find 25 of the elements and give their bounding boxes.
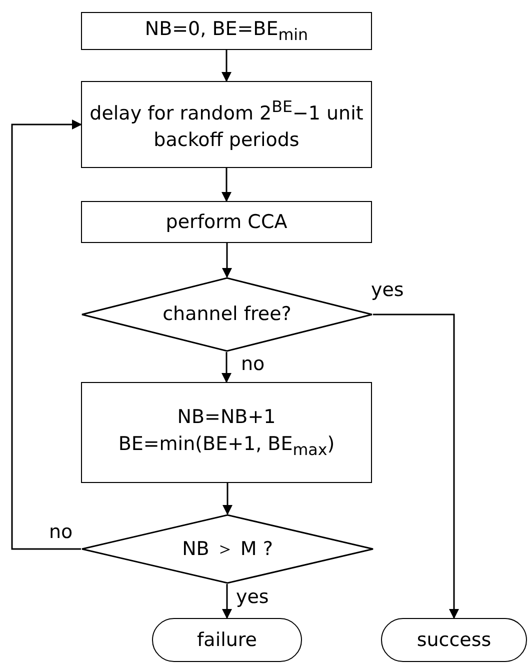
decision-diamond <box>81 514 374 584</box>
node-text: NB=NB+1 <box>177 405 276 430</box>
process-box <box>81 81 372 168</box>
arrow <box>222 483 232 515</box>
process-box <box>81 201 372 243</box>
arrow <box>373 314 459 619</box>
node-text: success <box>416 628 492 653</box>
arrow <box>11 120 82 550</box>
arrow <box>222 352 232 383</box>
process-box <box>81 382 372 483</box>
node-text: NB=0, BE=BE$_{min}$ <box>144 17 308 46</box>
terminal-box <box>381 618 527 662</box>
process-box <box>81 12 372 50</box>
node-text: failure <box>196 628 257 653</box>
arrow <box>222 168 232 202</box>
terminal-box <box>152 618 302 662</box>
arrow <box>222 50 232 82</box>
node-text: delay for random 2$^{BE}$−1 unit backoff periods <box>88 96 364 153</box>
arrow <box>222 584 232 619</box>
node-text: channel free? <box>162 302 292 328</box>
node-text: BE=min(BE+1, BE$_{max}$) <box>118 432 335 461</box>
node-text: NB ＞ M ? <box>182 536 273 562</box>
decision-diamond <box>81 277 373 352</box>
arrow <box>222 243 232 278</box>
node-text: perform CCA <box>166 210 288 235</box>
